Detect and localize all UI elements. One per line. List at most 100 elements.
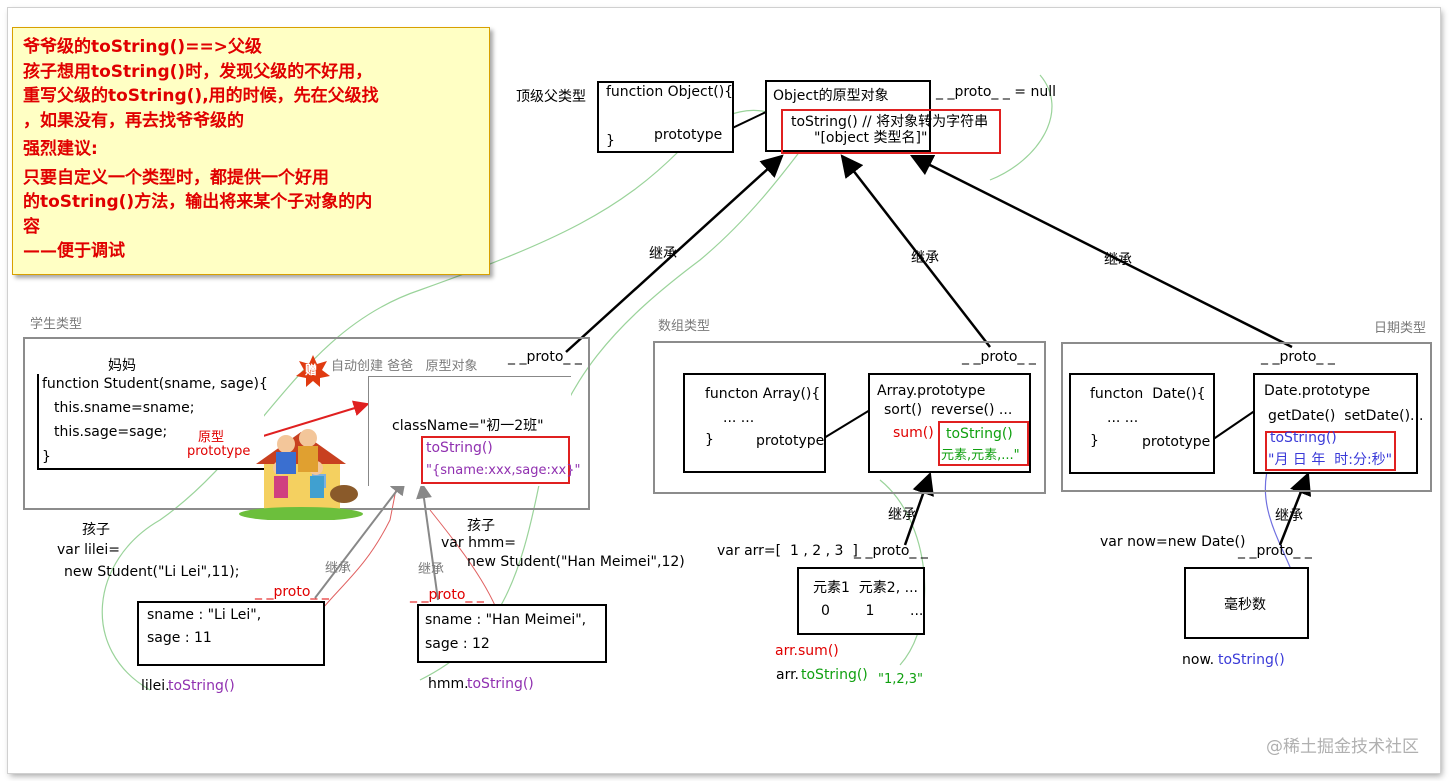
watermark: @稀土掘金技术社区: [1266, 737, 1419, 757]
student-tostring-highlight: [421, 436, 570, 484]
arr-result: "1,2,3": [878, 672, 924, 687]
array-function-box: [683, 373, 826, 473]
prototype-arrow-label: 原型: [198, 430, 225, 445]
arrow-array-to-object: [840, 154, 991, 348]
auto-create-label: 自动创建 爸爸 原型对象: [331, 359, 478, 374]
lilei-code-line: new Student("Li Lei",11);: [64, 564, 240, 580]
note-line: ，如果没有，再去找爷爷级的: [23, 110, 244, 131]
date-tostring-highlight: [1265, 431, 1396, 471]
inherit-label-date: 继承: [1104, 252, 1132, 268]
object-tostring-value: "[object 类型名]": [814, 130, 928, 146]
now-proto-label: _ _proto_ _: [1238, 543, 1312, 559]
lilei-code-line: var lilei=: [57, 542, 120, 558]
student-tostring-value: "{sname:xxx,sage:xx}": [426, 463, 581, 478]
arr-call-object: arr.: [776, 667, 804, 683]
lilei-call-object: lilei.: [141, 678, 170, 694]
note-line: 孩子想用toString()时，发现父级的不好用，: [23, 61, 373, 82]
date-prototype-box: [1253, 373, 1418, 474]
array-proto-title: Array.prototype: [877, 383, 986, 399]
proto-null-label: _ _proto_ _ = null: [936, 84, 1057, 100]
date-proto-label: _ _proto_ _: [1261, 349, 1335, 365]
hmm-code-line: new Student("Han Meimei",12): [467, 554, 685, 570]
classname-prop: className="初一2班": [392, 418, 544, 434]
arr-object-box: [797, 567, 925, 635]
inherit-label-array: 继承: [911, 250, 939, 266]
date-section: [1061, 342, 1432, 492]
hmm-proto-label: _ _proto_ _: [410, 587, 484, 603]
mom-label: 妈妈: [108, 358, 136, 374]
child-label: 孩子: [467, 518, 495, 534]
arr-elements: 元素1 元素2, ...: [813, 580, 918, 596]
prototype-arrow-label: prototype: [187, 444, 251, 459]
student-func-line: this.sname=sname;: [54, 400, 195, 416]
object-tostring-highlight: [781, 109, 1001, 154]
family-house-picture: [239, 429, 363, 520]
date-methods: getDate() setDate()...: [1268, 408, 1424, 424]
arrow-lilei-to-studentproto: [314, 478, 406, 599]
object-prototype-label: prototype: [654, 127, 723, 143]
array-func-line: ... ...: [723, 410, 755, 426]
gift-badge-text: 赠: [305, 363, 318, 377]
inherit-label-hmm: 继承: [418, 562, 445, 577]
arr-proto-label: _ _proto_ _: [854, 543, 928, 559]
arrow-date-to-object: [909, 154, 1293, 349]
inherit-label-lilei: 继承: [325, 561, 352, 576]
arrow-arr-to-arrayproto: [903, 471, 934, 546]
lilei-field: sname : "Li Lei",: [147, 607, 262, 623]
date-prototype-label: prototype: [1142, 434, 1211, 450]
array-func-line: }: [705, 432, 714, 448]
array-prototype-label: prototype: [756, 433, 825, 449]
hmm-object-box: [417, 604, 607, 663]
date-func-line: functon Date(){: [1090, 386, 1206, 402]
now-call-method: toString(): [1218, 652, 1285, 668]
date-proto-title: Date.prototype: [1264, 383, 1371, 399]
object-func-close: }: [606, 133, 615, 149]
lilei-proto-label: _ _proto_ _: [255, 584, 329, 600]
student-proto-label: _ _proto_ _: [508, 349, 582, 365]
array-tostring-highlight: [938, 421, 1029, 466]
student-func-line: function Student(sname, sage){: [42, 376, 268, 392]
inherit-label-student: 继承: [649, 246, 677, 262]
note-line: 容: [23, 216, 40, 237]
hmm-field: sage : 12: [425, 636, 490, 652]
link-date-prototype: [1211, 409, 1257, 441]
student-section-label: 学生类型: [30, 317, 83, 332]
link-array-prototype: [823, 409, 871, 439]
array-tostring-value: 元素,元素,...": [941, 448, 1020, 463]
arrow-hmm-to-studentproto: [416, 482, 439, 601]
student-func-line: }: [42, 449, 51, 465]
object-function-box: [597, 81, 734, 153]
note-line: 爷爷级的toString()==>父级: [23, 37, 262, 57]
lilei-object-box: [137, 601, 325, 666]
note-line: 强烈建议:: [23, 139, 98, 159]
arr-indices: 0 1 ...: [821, 603, 924, 619]
array-tostring: toString(): [946, 426, 1013, 442]
note-line: 的toString()方法，输出将来某个子对象的内: [23, 192, 373, 212]
date-func-line: }: [1090, 433, 1099, 449]
arrow-now-to-dateproto: [1278, 471, 1312, 546]
arr-sum-call: arr.sum(): [775, 643, 839, 659]
object-proto-title: Object的原型对象: [773, 88, 889, 104]
now-var-line: var now=new Date(): [1100, 534, 1246, 550]
hmm-call-object: hmm.: [428, 676, 469, 692]
hmm-field: sname : "Han Meimei",: [425, 612, 587, 628]
array-section: [653, 341, 1046, 494]
array-section-label: 数组类型: [658, 319, 711, 334]
student-function-box: [37, 374, 264, 470]
top-type-label: 顶级父类型: [516, 89, 586, 105]
object-func-line: function Object(){: [606, 84, 734, 100]
date-section-label: 日期类型: [1374, 321, 1427, 336]
arr-var-line: var arr=[ 1 , 2 , 3 ]: [717, 543, 858, 559]
ms-label: 毫秒数: [1224, 597, 1266, 613]
hmm-code-line: var hmm=: [441, 535, 516, 551]
note-line: 只要自定义一个类型时，都提供一个好用: [23, 167, 329, 188]
arrow-student-to-object: [565, 154, 784, 353]
array-proto-label: _ _proto_ _: [962, 349, 1036, 365]
lilei-field: sage : 11: [147, 630, 212, 646]
child-label: 孩子: [82, 522, 110, 538]
note-line: ——便于调试: [23, 241, 125, 261]
object-prototype-box: [765, 80, 931, 152]
note-line: 重写父级的toString(),用的时候，先在父级找: [23, 86, 379, 106]
now-object-box: [1184, 567, 1309, 639]
arr-call-method: toString(): [801, 667, 868, 683]
